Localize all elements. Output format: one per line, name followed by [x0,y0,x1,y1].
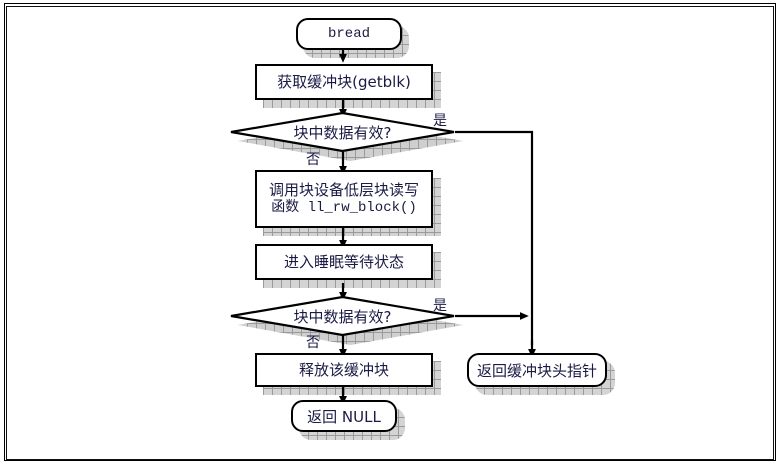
edge-label-no-1: 否 [306,152,320,168]
start-node-label: bread [327,26,370,42]
getblk-node: 获取缓冲块(getblk) [255,64,433,100]
page-frame-inner [6,6,774,460]
decision2-node: 块中数据有效? [230,296,455,336]
release-node: 释放该缓冲块 [255,353,433,387]
decision1-shape [230,112,455,152]
page-frame-outer [4,3,776,461]
edge-label-no-2: 否 [306,335,320,351]
llrw-node-label-line2: 函数 ll_rw_block() [271,199,417,216]
returnnull-node-label: 返回 NULL [307,407,381,426]
sleep-node-label: 进入睡眠等待状态 [283,252,404,271]
returnptr-node-label: 返回缓冲块头指针 [476,361,597,380]
decision1-node: 块中数据有效? [230,112,455,152]
llrw-node: 调用块设备低层块读写 函数 ll_rw_block() [255,170,433,228]
returnnull-node: 返回 NULL [291,400,397,432]
edge-decision1-yes-rail [455,130,534,345]
llrw-node-label-line1: 调用块设备低层块读写 [268,181,419,200]
edge-label-yes-2: 是 [433,298,447,314]
sleep-node: 进入睡眠等待状态 [255,244,433,280]
decision2-shape [230,296,455,336]
returnptr-node: 返回缓冲块头指针 [467,353,607,387]
start-node: bread [296,18,402,50]
edge-label-yes-1: 是 [433,113,447,129]
release-node-label: 释放该缓冲块 [298,360,389,379]
getblk-node-label: 获取缓冲块(getblk) [277,72,411,91]
